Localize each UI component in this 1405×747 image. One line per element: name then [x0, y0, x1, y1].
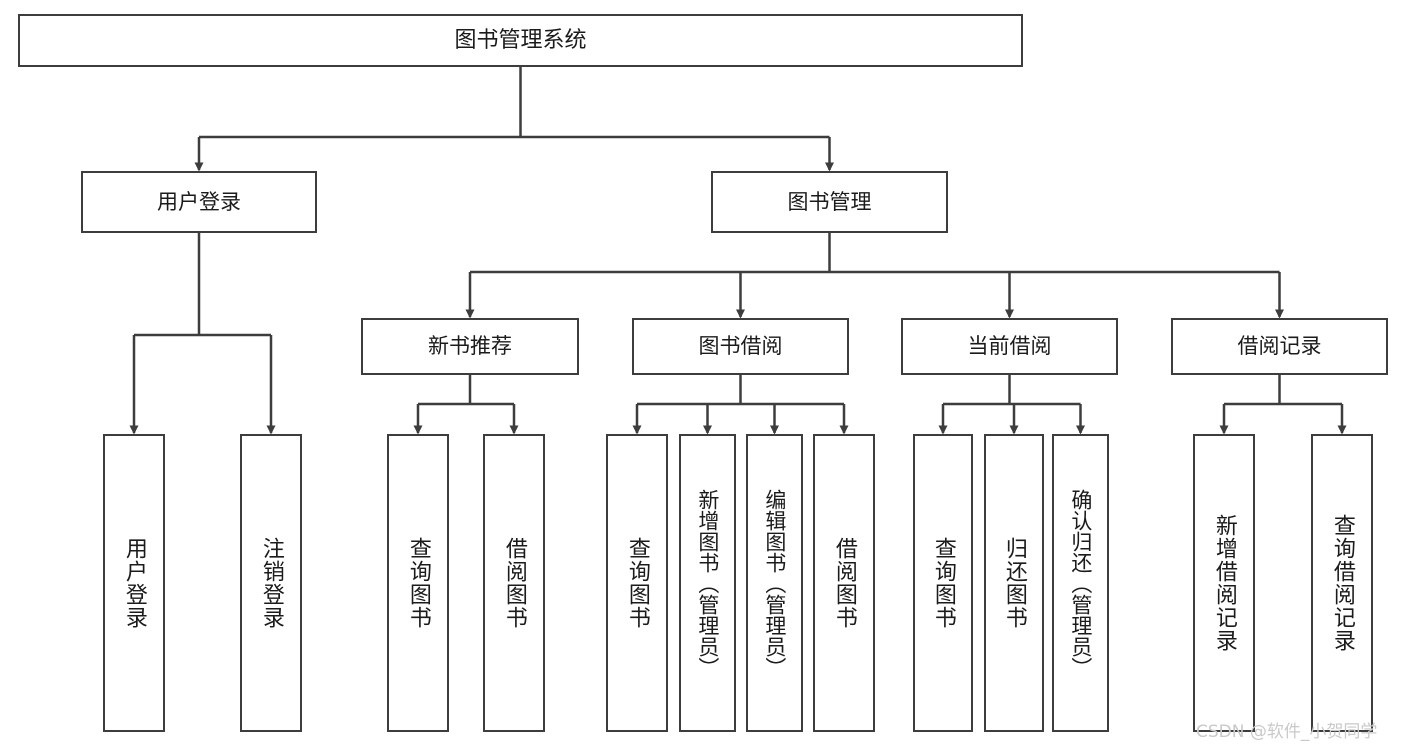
node-label-leaf-logout: 注销登录 [258, 537, 284, 629]
node-label-leaf-return: 归还图书 [1001, 537, 1027, 629]
node-leaf-user-login[interactable]: 用户登录 [103, 434, 165, 732]
node-book-borrow[interactable]: 图书借阅 [632, 318, 849, 375]
node-label-leaf-edit-book: 编辑图书（管理员） [762, 488, 787, 678]
node-leaf-query-2[interactable]: 查询图书 [606, 434, 668, 732]
node-leaf-return[interactable]: 归还图书 [984, 434, 1044, 732]
node-label-current-borrow: 当前借阅 [967, 334, 1052, 359]
node-leaf-edit-book[interactable]: 编辑图书（管理员） [746, 434, 803, 732]
node-label-leaf-query-rec: 查询借阅记录 [1329, 514, 1355, 652]
node-label-leaf-user-login: 用户登录 [121, 537, 147, 629]
node-root[interactable]: 图书管理系统 [18, 14, 1023, 67]
node-leaf-borrow-1[interactable]: 借阅图书 [483, 434, 545, 732]
node-label-root: 图书管理系统 [454, 27, 587, 53]
node-leaf-confirm[interactable]: 确认归还（管理员） [1052, 434, 1109, 732]
node-book-manage[interactable]: 图书管理 [711, 171, 948, 233]
node-label-leaf-add-book: 新增图书（管理员） [695, 488, 720, 678]
node-leaf-borrow-2[interactable]: 借阅图书 [813, 434, 875, 732]
node-label-borrow-record: 借阅记录 [1237, 334, 1322, 359]
node-label-user-login: 用户登录 [157, 189, 241, 214]
node-label-leaf-borrow-1: 借阅图书 [501, 537, 527, 629]
node-label-leaf-borrow-2: 借阅图书 [831, 537, 857, 629]
node-label-book-borrow: 图书借阅 [698, 334, 783, 359]
edge-group [129, 67, 1347, 435]
node-current-borrow[interactable]: 当前借阅 [901, 318, 1118, 375]
node-leaf-query-3[interactable]: 查询图书 [913, 434, 973, 732]
node-label-leaf-query-2: 查询图书 [624, 537, 650, 629]
node-label-leaf-query-3: 查询图书 [930, 537, 956, 629]
node-label-leaf-confirm: 确认归还（管理员） [1068, 488, 1093, 678]
node-label-new-book-rec: 新书推荐 [428, 334, 512, 359]
node-label-leaf-add-rec: 新增借阅记录 [1211, 514, 1237, 652]
node-user-login[interactable]: 用户登录 [81, 171, 317, 233]
node-leaf-add-rec[interactable]: 新增借阅记录 [1193, 434, 1255, 732]
node-label-leaf-query-1: 查询图书 [405, 537, 431, 629]
node-new-book-rec[interactable]: 新书推荐 [361, 318, 579, 375]
node-leaf-add-book[interactable]: 新增图书（管理员） [679, 434, 736, 732]
node-leaf-logout[interactable]: 注销登录 [240, 434, 302, 732]
node-leaf-query-1[interactable]: 查询图书 [387, 434, 449, 732]
node-leaf-query-rec[interactable]: 查询借阅记录 [1311, 434, 1373, 732]
csdn-watermark: CSDN @软件_小贺同学 [1196, 722, 1378, 742]
node-label-book-manage: 图书管理 [787, 189, 872, 214]
node-borrow-record[interactable]: 借阅记录 [1171, 318, 1388, 375]
